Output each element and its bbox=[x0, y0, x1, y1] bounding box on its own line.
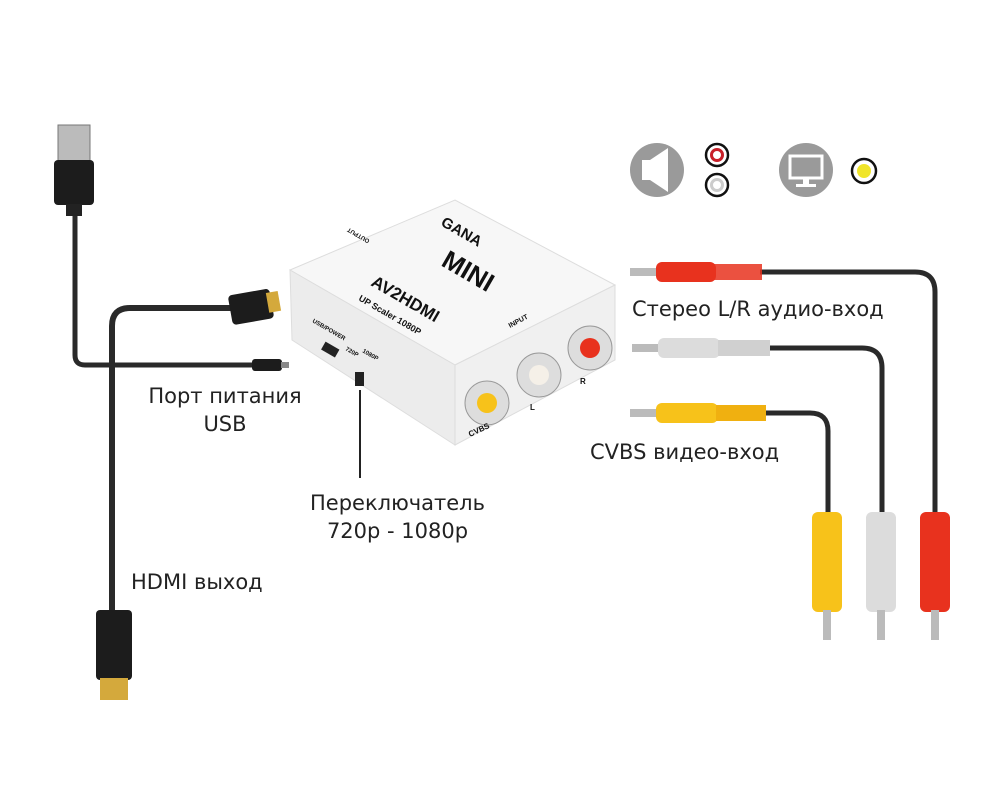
rca-yellow-cable bbox=[630, 403, 842, 640]
rca-white-cable bbox=[632, 338, 896, 640]
usb-cable bbox=[54, 124, 289, 371]
usb-power-label-line2: USB bbox=[203, 412, 247, 436]
usb-port bbox=[321, 341, 340, 358]
switch-label: Переключатель 720p - 1080p bbox=[290, 489, 505, 545]
av2hdmi-converter: GANA MINI AV2HDMI UP Scaler 1080P OUTPUT… bbox=[288, 199, 617, 446]
usb-power-label-line1: Порт питания bbox=[148, 384, 302, 408]
rca-red-cable bbox=[630, 262, 950, 640]
resolution-switch[interactable] bbox=[355, 372, 364, 386]
monitor-icon bbox=[779, 143, 833, 197]
hdmi-output-label: HDMI выход bbox=[131, 570, 263, 594]
audio-input-label: Стерео L/R аудио-вход bbox=[632, 297, 884, 321]
video-input-label: CVBS видео-вход bbox=[590, 440, 780, 464]
port-l-label: L bbox=[530, 403, 535, 412]
usb-power-label: Порт питания USB bbox=[130, 382, 320, 438]
switch-label-line2: 720p - 1080p bbox=[326, 519, 469, 543]
hdmi-cable bbox=[96, 289, 282, 700]
rca-yellow-icon bbox=[850, 157, 878, 185]
speaker-icon bbox=[630, 143, 684, 197]
switch-label-line1: Переключатель bbox=[310, 491, 485, 515]
port-r-label: R bbox=[580, 377, 586, 386]
rca-red-white-icon bbox=[704, 142, 730, 198]
